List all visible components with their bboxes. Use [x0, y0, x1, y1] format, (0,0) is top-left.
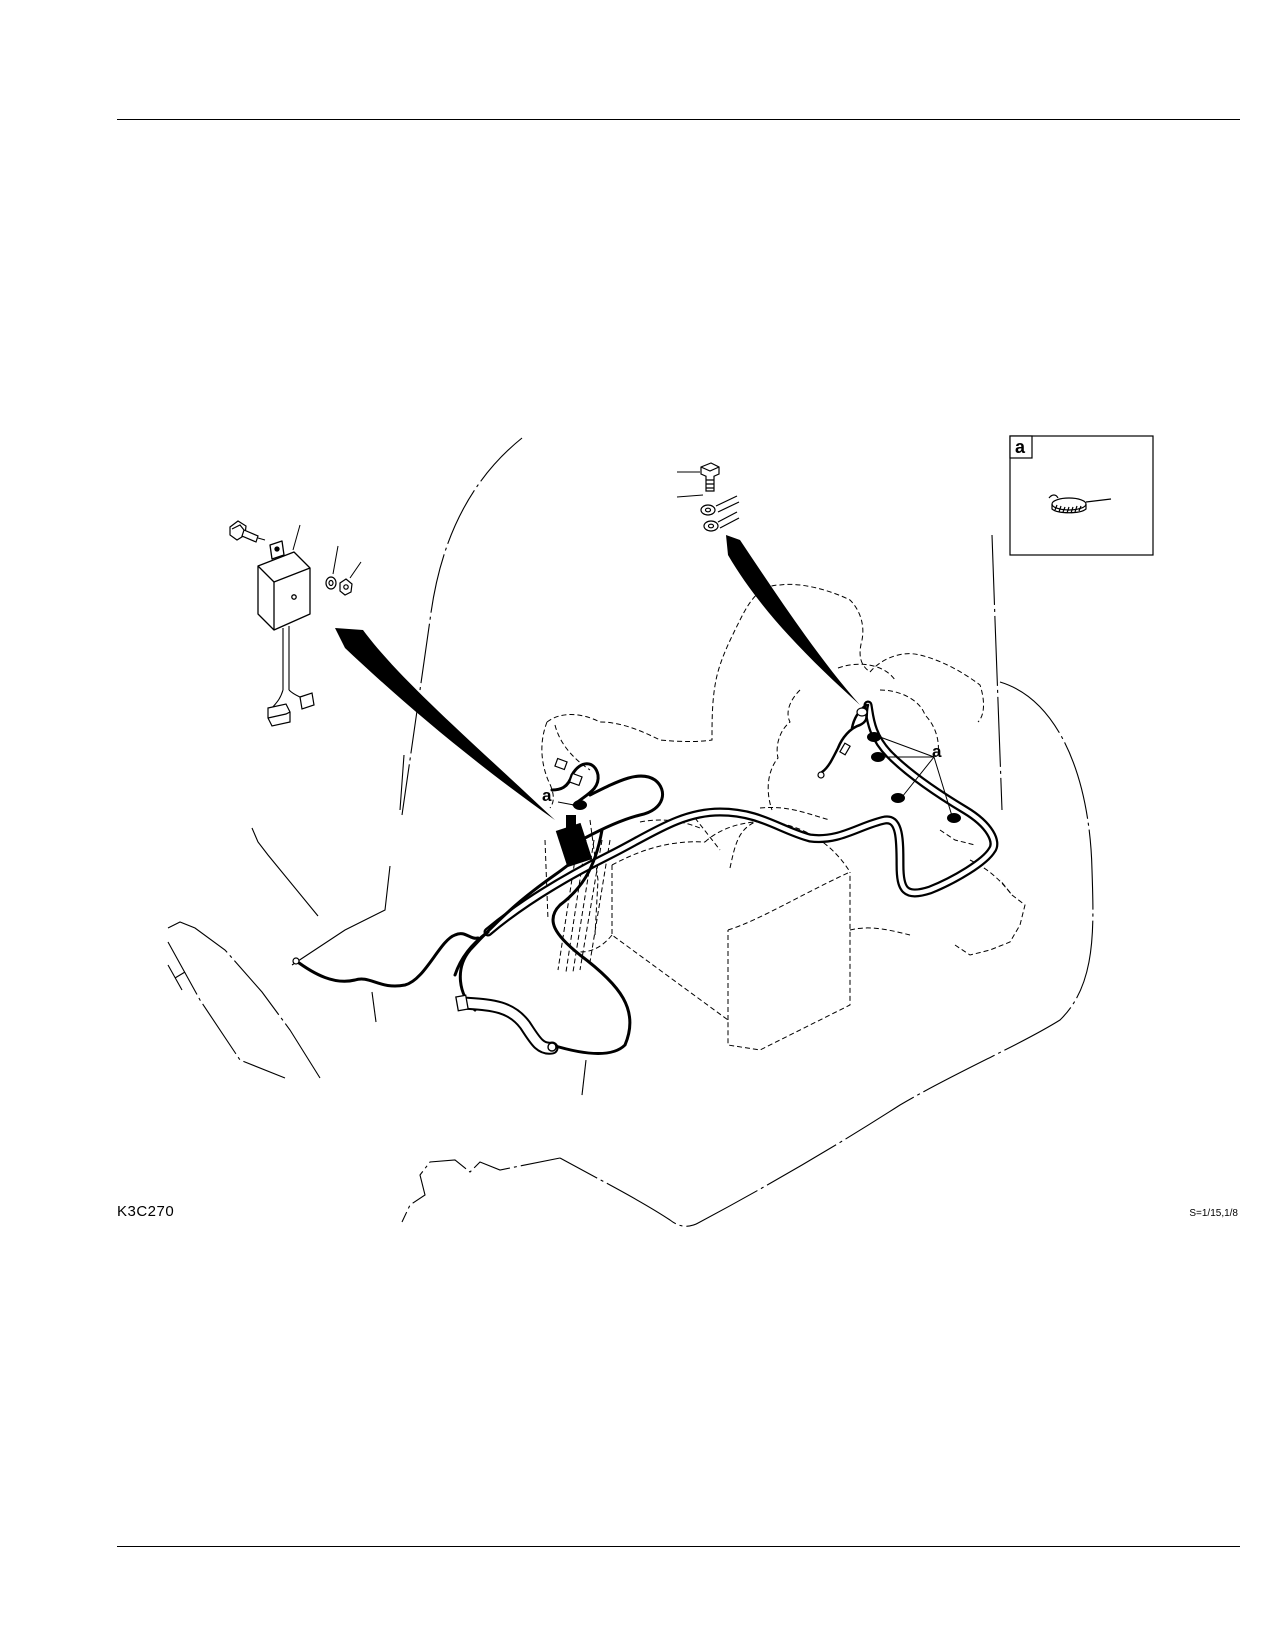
ground-terminal-lower-left [292, 957, 300, 965]
upper-connector-plugs [554, 757, 583, 787]
battery-terminal-ring [817, 771, 825, 779]
main-harness [483, 700, 999, 937]
sleeve-end-cap [455, 994, 469, 1012]
battery-ground-branch [820, 703, 870, 774]
engine-dashed-outline [541, 583, 1026, 1051]
detail-pointer-left [335, 628, 555, 820]
figure-code: K3C270 [117, 1203, 175, 1220]
relay-washer-nut [325, 576, 353, 596]
scale-note: S=1/15,1/8 [1189, 1208, 1238, 1219]
ground-washers [700, 504, 719, 532]
relay-box-plugs [267, 692, 315, 727]
harness-relay-connector [555, 815, 593, 868]
callout-leaders-right [879, 736, 953, 817]
callout-leader-left [557, 801, 575, 806]
harness-clamps-right [867, 732, 961, 823]
callout-a-left: a [542, 786, 552, 805]
footer-rule [117, 1546, 1240, 1547]
relay-box-exploded [257, 540, 311, 631]
detail-pointer-right [726, 535, 860, 705]
harness-lower-sleeve [456, 996, 559, 1055]
machine-body-outline [167, 437, 1094, 1227]
sleeve-end-terminal [547, 1042, 557, 1052]
harness-top-terminal [839, 707, 868, 756]
inset-tag: a [1015, 437, 1026, 457]
hose-clamp-icon [1048, 494, 1112, 514]
ground-ring-terminals [715, 495, 740, 529]
header-rule [117, 119, 1240, 120]
inset-detail-a: a [1009, 435, 1154, 556]
relay-box-leadwires [271, 626, 306, 709]
harness-clamp-left [573, 800, 587, 810]
harness-lower-wires [293, 774, 665, 1055]
relay-bolt [229, 520, 259, 543]
ground-bolt-exploded [700, 462, 720, 492]
callout-a-right: a [932, 742, 942, 761]
relay-part-leaders [257, 524, 362, 579]
ground-bolt-leaders [676, 471, 704, 498]
